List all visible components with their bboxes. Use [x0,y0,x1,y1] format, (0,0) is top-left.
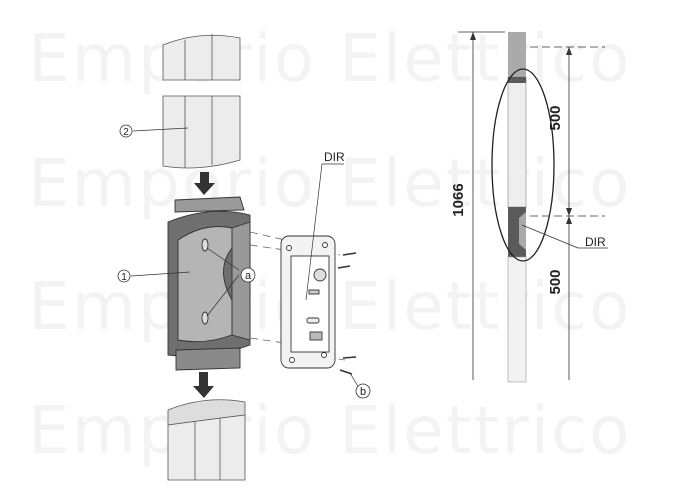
svg-text:b: b [360,386,366,398]
callout-a: a [240,267,256,283]
control-board [280,235,336,369]
dimension-upper: 500 [547,105,564,130]
support-bracket [167,196,251,371]
down-arrow-icon [193,372,214,398]
screw-icon [337,252,357,375]
callout-b: b [355,383,371,399]
watermark: Emporio Elettrico [28,145,632,222]
svg-text:a: a [245,270,252,282]
dir-label-right: DIR [585,235,606,249]
lower-cap [167,399,246,481]
upper-column [162,34,241,169]
svg-text:1: 1 [121,272,127,283]
svg-text:2: 2 [123,127,129,138]
dimension-lower: 500 [547,269,564,294]
pole-side-view [491,32,555,383]
watermark: Emporio Elettrico [28,392,632,469]
callout-1: 1 [117,269,131,283]
down-arrow-icon [194,172,215,195]
dir-label-left: DIR [324,150,345,164]
dimension-lines [458,31,608,380]
watermark: Emporio Elettrico [28,20,632,97]
callout-2: 2 [119,124,133,138]
dimension-total: 1066 [450,183,467,216]
